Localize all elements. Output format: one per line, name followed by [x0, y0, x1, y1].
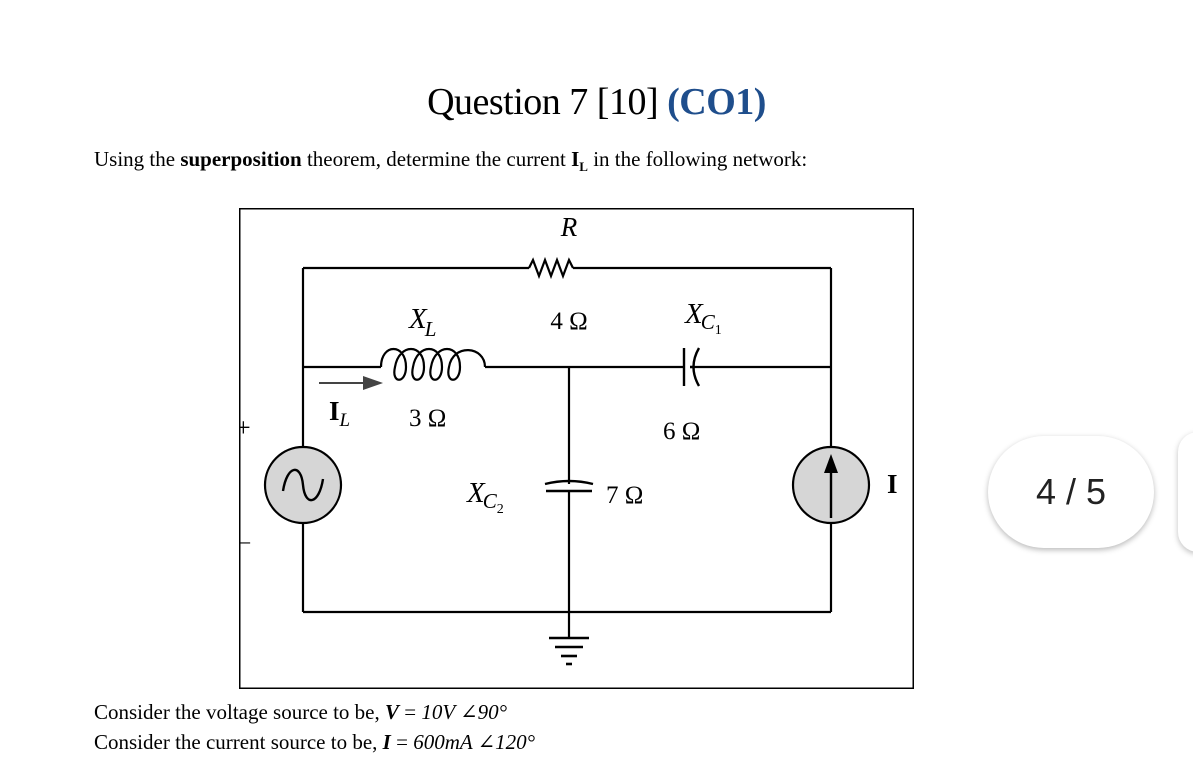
inductor-label: XL [408, 303, 436, 341]
resistor-label: R [560, 212, 578, 242]
prompt-middle: theorem, determine the current [306, 147, 566, 171]
page-indicator-text: 4 / 5 [1035, 471, 1107, 512]
prompt-bold-term: superposition [180, 147, 302, 171]
capacitor-c2-label: XC2 [466, 477, 504, 517]
circuit-wires [301, 256, 833, 638]
page-indicator[interactable]: 4 / 5 [988, 436, 1154, 548]
circuit-diagram: R 4 Ω XL 3 Ω XC1 6 Ω XC2 7 Ω IL I + – [239, 208, 914, 689]
plus-sign: + [239, 413, 251, 442]
ground-symbol [549, 636, 589, 666]
current-il-label: IL [329, 396, 350, 431]
current-arrow [319, 376, 383, 390]
capacitor-c1-label: XC1 [684, 298, 722, 338]
question-title: Question 7 [10] (CO1) [0, 80, 1193, 124]
capacitor-c2-value: 7 Ω [606, 482, 643, 509]
given-current: Consider the current source to be, I = 6… [94, 730, 536, 754]
course-outcome: (CO1) [667, 81, 766, 123]
given-voltage: Consider the voltage source to be, V = 1… [94, 700, 508, 724]
prompt-current-symbol: I [571, 147, 580, 171]
resistor-value: 4 Ω [550, 308, 587, 335]
question-prompt: Using the superposition theorem, determi… [94, 147, 807, 175]
voltage-source [263, 445, 343, 525]
capacitor-c1 [682, 347, 701, 387]
capacitor-c1-value: 6 Ω [663, 418, 700, 445]
minus-sign: – [239, 528, 251, 553]
prompt-current-sub: L [579, 159, 588, 175]
capacitor-c2 [544, 479, 594, 493]
inductor-coil [379, 348, 487, 381]
current-source-label: I [887, 469, 898, 499]
prompt-prefix: Using the [94, 147, 176, 171]
question-number: Question 7 [10] [427, 81, 659, 123]
next-page-handle[interactable] [1178, 432, 1193, 552]
inductor-value: 3 Ω [409, 405, 446, 432]
prompt-suffix: in the following network: [593, 147, 808, 171]
current-source [791, 445, 871, 525]
